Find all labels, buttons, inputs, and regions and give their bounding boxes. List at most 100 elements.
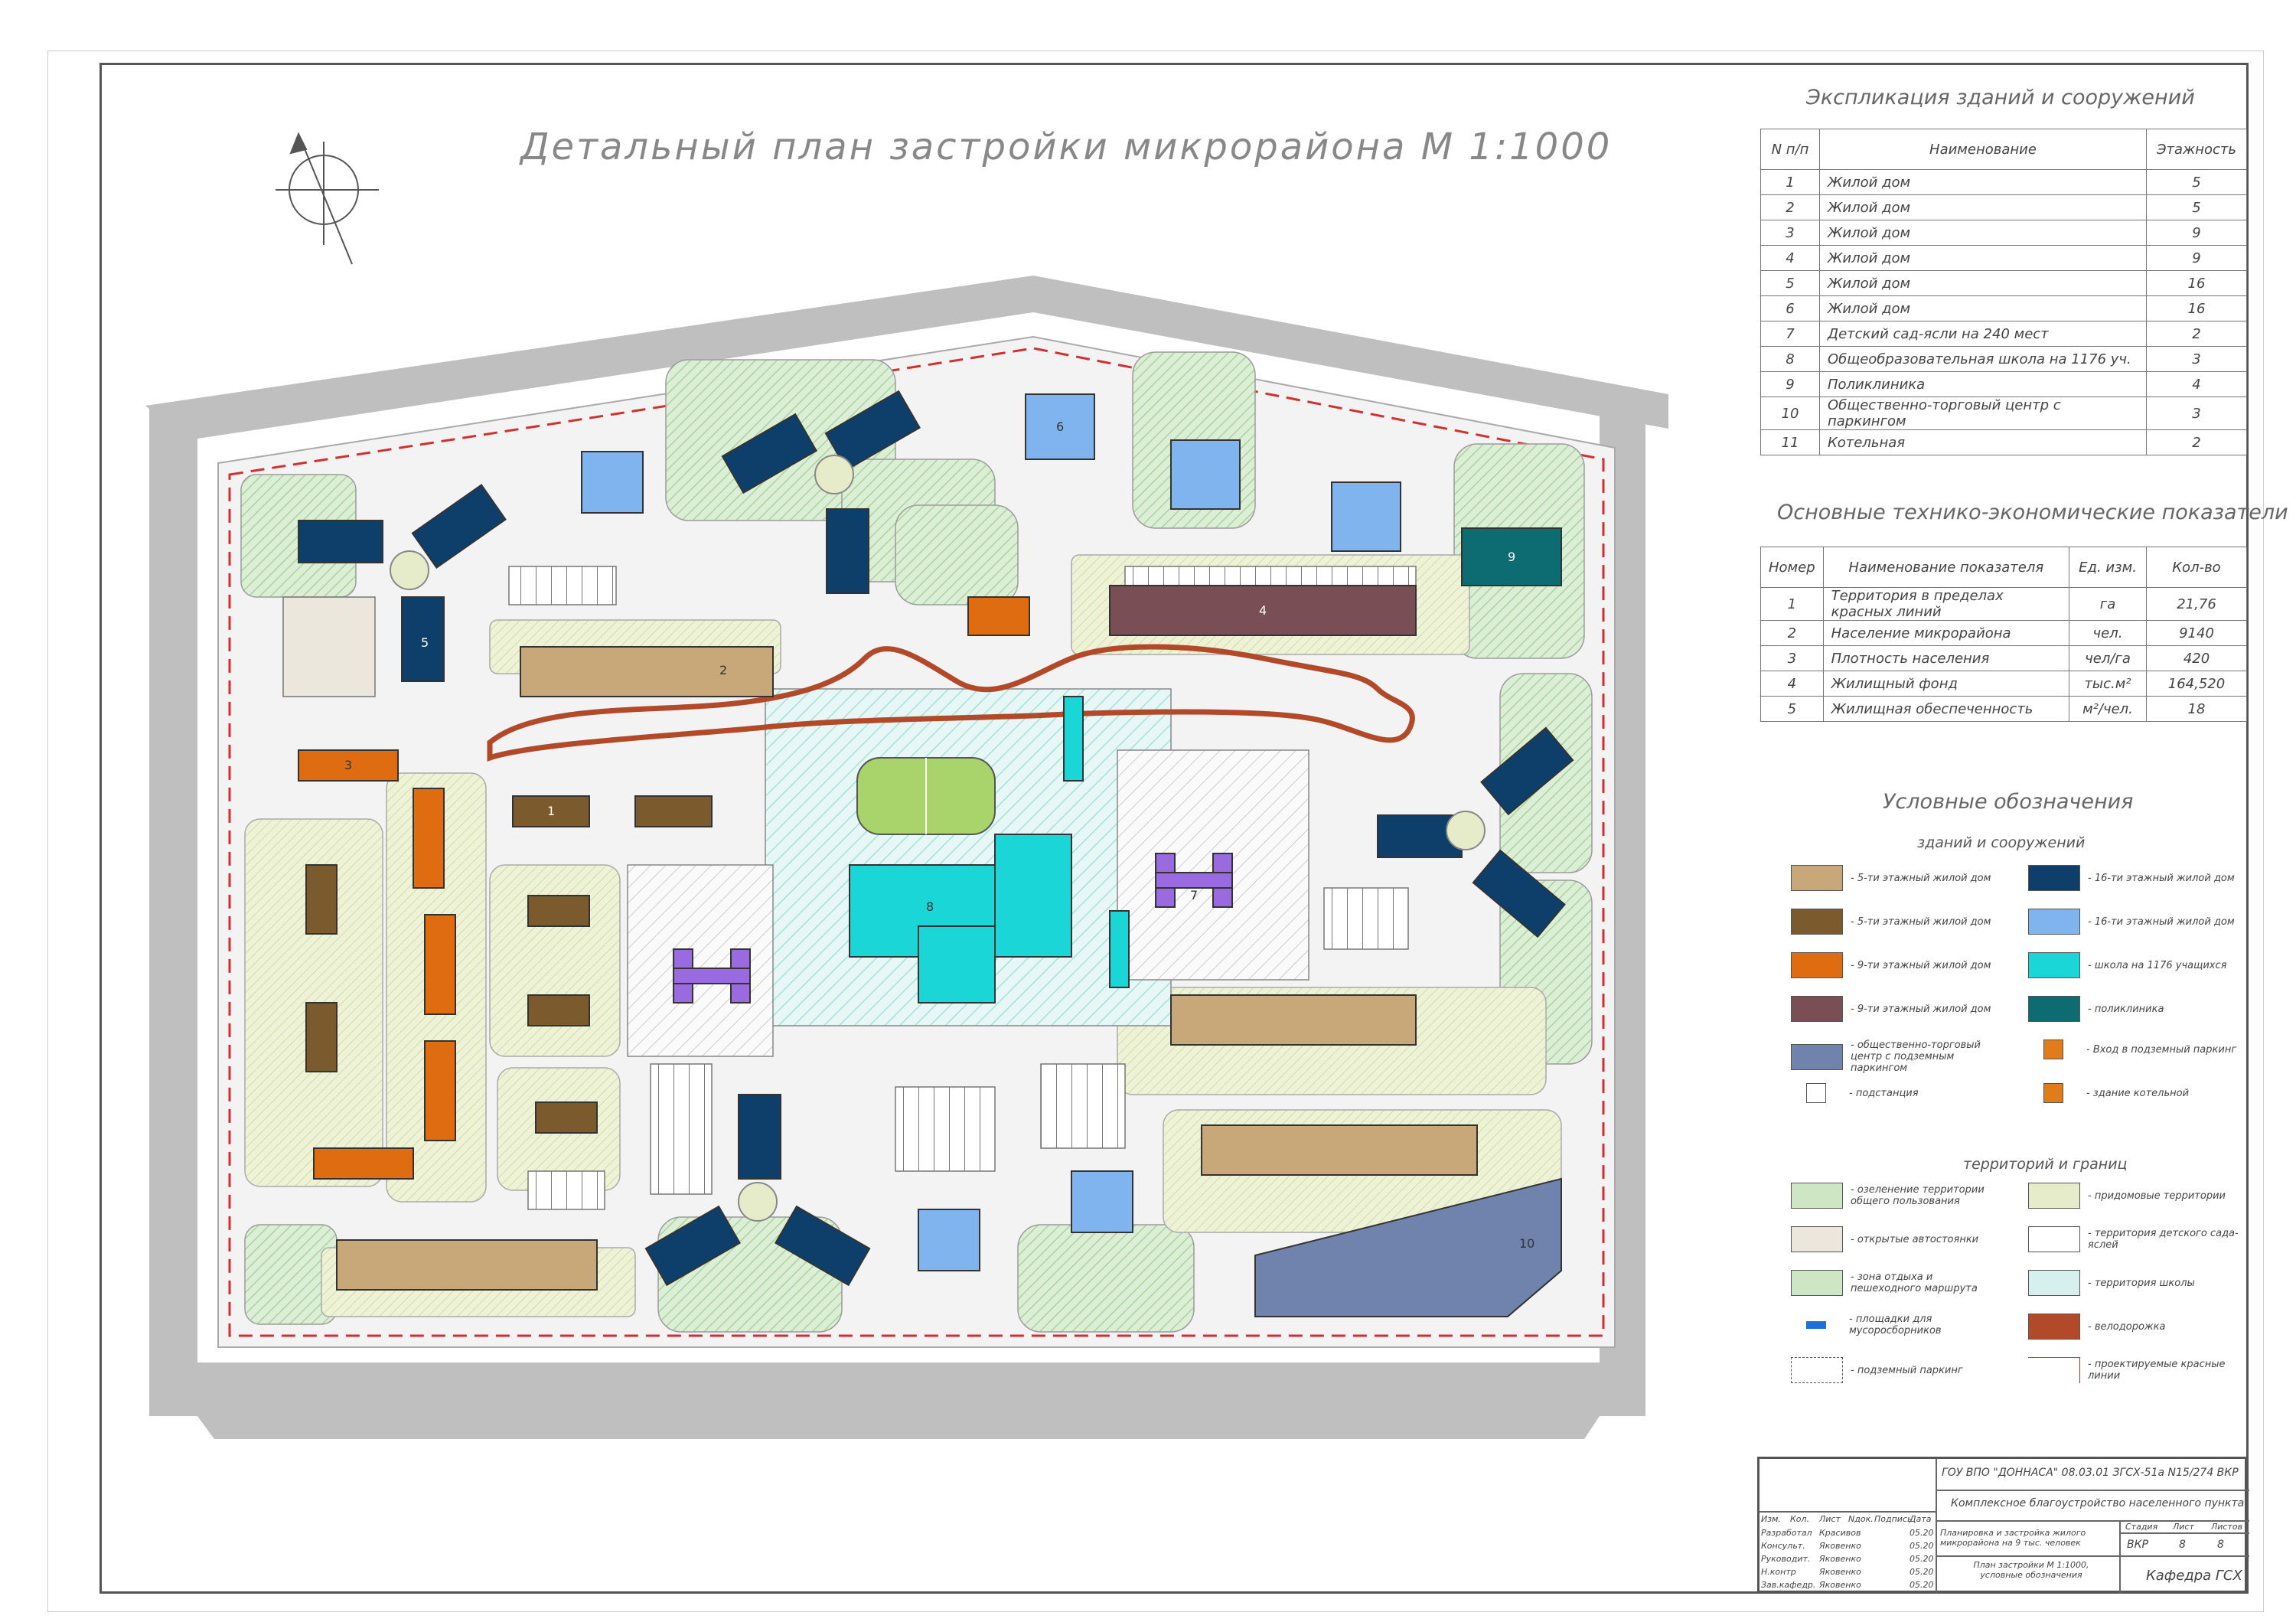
- explication-header-num: N п/п: [1760, 129, 1820, 170]
- map-label-9: 9: [1508, 550, 1516, 564]
- explication-name: Жилой дом: [1819, 295, 2147, 321]
- indicator-num: 2: [1760, 620, 1824, 646]
- explication-floors: 2: [2146, 321, 2247, 347]
- bike-path: [487, 644, 1415, 762]
- legend-label: - проектируемые красные линии: [2088, 1359, 2226, 1382]
- legend-swatch: [2043, 1083, 2063, 1103]
- building-9: [1461, 527, 1562, 586]
- legend-territory-item: - проектируемые красные линии: [2028, 1357, 2241, 1383]
- red-line: [228, 347, 1605, 1337]
- legend-swatch: [2028, 996, 2080, 1022]
- buildings-3: [298, 596, 1030, 1180]
- legend-label: - 16-ти этажный жилой дом: [2088, 872, 2235, 884]
- title-block-person-cell: Яковенко: [1819, 1567, 1861, 1577]
- title-block-person-cell: Зав.кафедр.: [1761, 1580, 1816, 1590]
- legend-label: - 9-ти этажный жилой дом: [1851, 1003, 1991, 1015]
- indicator-name: Территория в пределах красных линий: [1822, 587, 2070, 621]
- legend-swatch: [1791, 865, 1843, 891]
- map-label-10: 10: [1519, 1236, 1535, 1251]
- explication-floors: 5: [2146, 194, 2247, 220]
- map-label-1: 1: [547, 804, 556, 818]
- indicator-name: Население микрорайона: [1822, 620, 2070, 646]
- legend-swatch: [1806, 1321, 1826, 1329]
- explication-name: Жилой дом: [1819, 245, 2147, 271]
- explication-num: 5: [1760, 270, 1820, 296]
- title-block-col-header: Дата: [1910, 1514, 1932, 1524]
- buildings-1: [305, 795, 713, 1134]
- title-block-person-cell: 05.20: [1910, 1528, 1934, 1538]
- legend-territory-item: - территория детского сада-яслей: [2028, 1226, 2241, 1252]
- explication-name: Жилой дом: [1819, 169, 2147, 195]
- explication-name: Жилой дом: [1819, 270, 2147, 296]
- building-4: [1109, 585, 1417, 636]
- indicator-qty: 164,520: [2146, 671, 2247, 697]
- indicators-header-unit: Ед. изм.: [2069, 547, 2147, 588]
- title-block-sheet: 8: [2179, 1539, 2186, 1551]
- legend-label: - здание котельной: [2086, 1087, 2190, 1099]
- explication-name: Общеобразовательная школа на 1176 уч.: [1819, 346, 2147, 372]
- title-block-person-cell: Яковенко: [1819, 1554, 1861, 1564]
- legend-building-item: - здание котельной: [2028, 1083, 2239, 1103]
- title-block-code: ГОУ ВПО "ДОННАСА" 08.03.01 ЗГСХ-51а N15/…: [1942, 1467, 2239, 1479]
- legend-building-item: - 5-ти этажный жилой дом: [1791, 909, 2004, 935]
- title-block-person-cell: Консульт.: [1761, 1541, 1805, 1551]
- indicator-unit: га: [2069, 587, 2147, 621]
- title-block-person-cell: Яковенко: [1819, 1580, 1861, 1590]
- indicator-num: 5: [1760, 696, 1824, 722]
- building-10: [1254, 1177, 1562, 1317]
- buildings-2: [336, 646, 1478, 1291]
- legend-label: - 9-ти этажный жилой дом: [1851, 959, 1991, 971]
- explication-name: Общественно-торговый центр с паркингом: [1819, 397, 2147, 430]
- explication-name: Поликлиника: [1819, 371, 2147, 397]
- legend-label: - зона отдыха и пешеходного маршрута: [1851, 1271, 1978, 1294]
- indicators-table: Номер Наименование показателя Ед. изм. К…: [1760, 547, 2247, 722]
- roundabouts: [390, 455, 1486, 1222]
- kindergarten-territory-left: [627, 864, 774, 1057]
- title-block-department: Кафедра ГСХ: [2146, 1568, 2242, 1584]
- explication-name: Жилой дом: [1819, 220, 2147, 246]
- title-block-person-cell: 05.20: [1910, 1580, 1934, 1590]
- explication-num: 9: [1760, 371, 1820, 397]
- explication-floors: 9: [2146, 220, 2247, 246]
- indicator-unit: чел.: [2069, 620, 2147, 646]
- explication-floors: 3: [2146, 397, 2247, 430]
- indicators-header-num: Номер: [1760, 547, 1824, 588]
- explication-floors: 9: [2146, 245, 2247, 271]
- legend-building-item: - Вход в подземный паркинг: [2028, 1039, 2239, 1059]
- indicator-num: 3: [1760, 645, 1824, 671]
- indicator-qty: 9140: [2146, 620, 2247, 646]
- title-block-sheet-title: План застройки М 1:1000, условные обозна…: [1973, 1560, 2089, 1580]
- legend-label: - 5-ти этажный жилой дом: [1851, 872, 1991, 884]
- legend-building-item: - 9-ти этажный жилой дом: [1791, 996, 2004, 1022]
- legend-label: - площадки для мусоросборников: [1849, 1314, 1942, 1336]
- title-block-project: Планировка и застройка жилого микрорайон…: [1940, 1528, 2086, 1548]
- title-block-col-header: Подпись: [1874, 1514, 1913, 1524]
- legend-buildings-subtitle: зданий и сооружений: [1917, 834, 2086, 851]
- explication-num: 4: [1760, 245, 1820, 271]
- legend-label: - велодорожка: [2088, 1320, 2166, 1333]
- legend-building-item: - общественно-торговый центр с подземным…: [1791, 1039, 2004, 1074]
- title-block-sheet-label: Лист: [2173, 1522, 2194, 1532]
- map-label-2: 2: [719, 663, 728, 677]
- legend-territory-item: - территория школы: [2028, 1270, 2241, 1296]
- map-title: Детальный план застройки микрорайона М 1…: [520, 126, 1613, 168]
- legend-swatch: [1791, 952, 1843, 978]
- legend-swatch: [1791, 1183, 1843, 1209]
- legend-label: - озеленение территории общего пользован…: [1851, 1184, 1985, 1207]
- legend-territory-subtitle: территорий и границ: [1963, 1156, 2128, 1173]
- legend-swatch: [2028, 1226, 2080, 1252]
- legend-label: - школа на 1176 учащихся: [2088, 959, 2227, 971]
- legend-building-item: - 16-ти этажный жилой дом: [2028, 865, 2241, 891]
- title-block-col-header: Кол.: [1790, 1514, 1810, 1524]
- indicator-qty: 18: [2146, 696, 2247, 722]
- legend-swatch: [2028, 1270, 2080, 1296]
- explication-header-name: Наименование: [1819, 129, 2147, 170]
- north-arrow-icon: [276, 132, 379, 265]
- legend-territory-item: - озеленение территории общего пользован…: [1791, 1183, 2004, 1209]
- explication-floors: 16: [2146, 295, 2247, 321]
- legend-swatch: [2028, 865, 2080, 891]
